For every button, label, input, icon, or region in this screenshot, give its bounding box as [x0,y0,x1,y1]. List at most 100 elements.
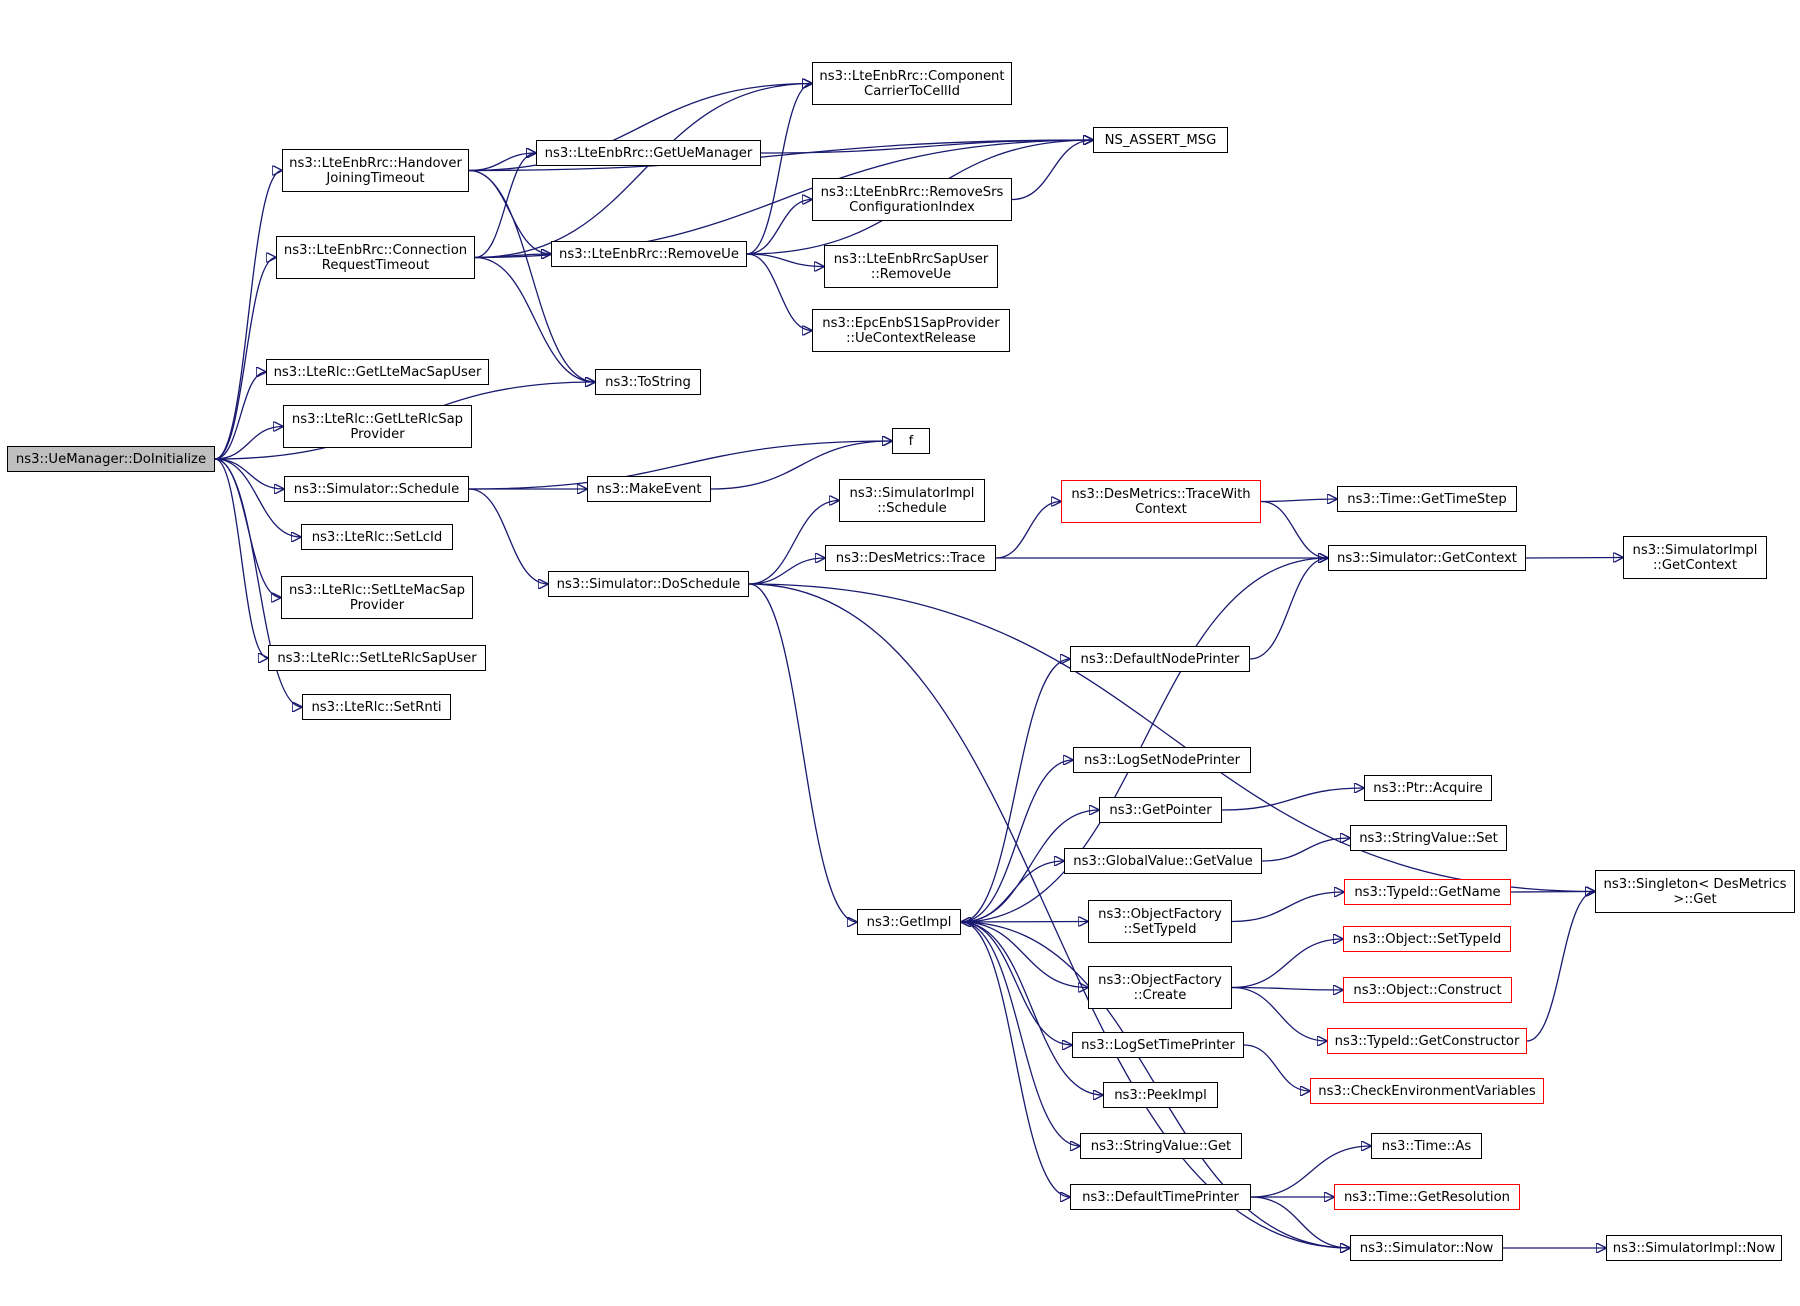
edge-root-to-setlcid [214,458,301,537]
node-removeue[interactable]: ns3::LteEnbRrc::RemoveUe [551,241,747,267]
edge-getcontext-to-implgetcontext [1525,558,1623,559]
node-simimplschedule[interactable]: ns3::SimulatorImpl ::Schedule [839,479,985,522]
edge-removeue-to-removesrs [746,200,812,255]
edge-getcontext-to-getimpl [961,557,1329,922]
node-tracewithctx[interactable]: ns3::DesMetrics::TraceWith Context [1061,480,1261,523]
edge-root-to-hjt [214,171,282,460]
edge-hjt-to-getuemanager [468,153,536,172]
edge-crt-to-compcarrier [474,84,812,259]
node-singletonget[interactable]: ns3::Singleton< DesMetrics >::Get [1595,870,1795,913]
node-simnow[interactable]: ns3::Simulator::Now [1350,1235,1503,1261]
node-root[interactable]: ns3::UeManager::DoInitialize [7,446,215,472]
node-logsettimeprinter[interactable]: ns3::LogSetTimePrinter [1072,1032,1244,1058]
node-timestep[interactable]: ns3::Time::GetTimeStep [1337,486,1517,512]
edge-root-to-getlterlcsap [214,427,283,460]
edge-ofcreate-to-typeidgetctor [1231,986,1327,1042]
node-strvalset[interactable]: ns3::StringValue::Set [1350,825,1507,851]
edge-getimpl-to-defnodeprinter [960,659,1070,923]
node-assert[interactable]: NS_ASSERT_MSG [1093,127,1228,153]
edge-typeidgetname-to-singletonget [1510,892,1595,893]
node-peekimpl[interactable]: ns3::PeekImpl [1103,1082,1218,1108]
edge-getuemanager-to-assert [760,140,1093,154]
node-strvalget[interactable]: ns3::StringValue::Get [1080,1133,1242,1159]
node-f[interactable]: f [892,428,930,454]
node-desmetricstrace[interactable]: ns3::DesMetrics::Trace [825,545,996,571]
node-typeidgetname[interactable]: ns3::TypeId::GetName [1344,879,1511,905]
edge-hjt-to-compcarrier [468,84,812,172]
node-timeas[interactable]: ns3::Time::As [1371,1133,1482,1159]
node-logsetnodeprinter[interactable]: ns3::LogSetNodePrinter [1073,747,1251,773]
edge-root-to-setrnti [214,458,302,707]
edge-root-to-setlterlcsapuser [214,458,268,658]
node-ptracquire[interactable]: ns3::Ptr::Acquire [1364,775,1492,801]
node-implgetcontext[interactable]: ns3::SimulatorImpl ::GetContext [1623,536,1767,579]
node-hjt[interactable]: ns3::LteEnbRrc::Handover JoiningTimeout [282,149,469,192]
node-epcctx[interactable]: ns3::EpcEnbS1SapProvider ::UeContextRele… [812,309,1010,352]
node-objsettypeid[interactable]: ns3::Object::SetTypeId [1343,926,1511,952]
node-setltemacsap[interactable]: ns3::LteRlc::SetLteMacSap Provider [281,576,473,619]
node-getimpl[interactable]: ns3::GetImpl [857,909,961,935]
edge-getimpl-to-ofcreate [960,921,1088,988]
node-setlcid[interactable]: ns3::LteRlc::SetLcId [301,524,453,550]
edge-deftimeprinter-to-timeas [1250,1146,1371,1198]
node-getltemacsapuser[interactable]: ns3::LteRlc::GetLteMacSapUser [266,359,489,385]
edge-typeidgetctor-to-singletonget [1526,892,1595,1042]
node-simschedule[interactable]: ns3::Simulator::Schedule [284,476,469,502]
edge-doschedule-to-simnow [748,583,1350,1248]
node-defnodeprinter[interactable]: ns3::DefaultNodePrinter [1070,646,1250,672]
edge-logsettimeprinter-to-checkenv [1243,1044,1310,1091]
edge-crt-to-tostring [474,256,595,383]
node-crt[interactable]: ns3::LteEnbRrc::Connection RequestTimeou… [276,236,475,279]
edge-doschedule-to-singletonget [748,583,1595,892]
node-deftimeprinter[interactable]: ns3::DefaultTimePrinter [1070,1184,1251,1210]
edge-crt-to-getuemanager [474,153,536,259]
node-getcontext[interactable]: ns3::Simulator::GetContext [1328,545,1526,571]
edge-getpointer-to-ptracquire [1221,788,1364,811]
edge-removeue-to-epcctx [746,253,812,331]
edge-ofsettypeid-to-typeidgetname [1231,892,1344,923]
node-getpointer[interactable]: ns3::GetPointer [1099,797,1222,823]
edge-simschedule-to-doschedule [468,488,548,584]
node-ofcreate[interactable]: ns3::ObjectFactory ::Create [1088,966,1232,1009]
node-tostring[interactable]: ns3::ToString [595,369,701,395]
edge-doschedule-to-desmetricstrace [748,558,825,585]
edge-simschedule-to-f [468,441,892,490]
node-setlterlcsapuser[interactable]: ns3::LteRlc::SetLteRlcSapUser [268,645,486,671]
edge-getimpl-to-peekimpl [960,921,1103,1095]
edge-doschedule-to-simimplschedule [748,501,839,585]
edge-getimpl-to-ofsettypeid [960,922,1088,923]
edge-deftimeprinter-to-simnow [1250,1196,1350,1248]
node-sapuserremove[interactable]: ns3::LteEnbRrcSapUser ::RemoveUe [824,245,998,288]
edge-getimpl-to-gvgetvalue [960,861,1064,923]
node-checkenv[interactable]: ns3::CheckEnvironmentVariables [1310,1078,1544,1104]
edge-root-to-crt [214,258,276,460]
edge-desmetricstrace-to-tracewithctx [995,502,1061,559]
edge-ofcreate-to-objsettypeid [1231,939,1343,989]
node-typeidgetctor[interactable]: ns3::TypeId::GetConstructor [1327,1028,1527,1054]
node-getlterlcsap[interactable]: ns3::LteRlc::GetLteRlcSap Provider [283,405,472,448]
edge-root-to-getltemacsapuser [214,372,266,460]
edge-removeue-to-compcarrier [746,84,812,255]
edge-gvgetvalue-to-strvalset [1261,838,1350,862]
edge-getimpl-to-strvalget [960,921,1080,1146]
node-timegetres[interactable]: ns3::Time::GetResolution [1334,1184,1520,1210]
edge-makeevent-to-f [710,441,892,490]
node-makeevent[interactable]: ns3::MakeEvent [587,476,711,502]
node-removesrs[interactable]: ns3::LteEnbRrc::RemoveSrs ConfigurationI… [812,178,1012,221]
edge-hjt-to-tostring [468,169,595,383]
node-ofsettypeid[interactable]: ns3::ObjectFactory ::SetTypeId [1088,900,1232,943]
node-objconstruct[interactable]: ns3::Object::Construct [1343,977,1512,1003]
node-getuemanager[interactable]: ns3::LteEnbRrc::GetUeManager [536,140,761,166]
edge-hjt-to-assert [468,140,1093,172]
node-implnow[interactable]: ns3::SimulatorImpl::Now [1606,1235,1782,1261]
node-setrnti[interactable]: ns3::LteRlc::SetRnti [302,694,451,720]
node-gvgetvalue[interactable]: ns3::GlobalValue::GetValue [1064,848,1262,874]
node-compcarrier[interactable]: ns3::LteEnbRrc::Component CarrierToCellI… [812,62,1012,105]
edge-doschedule-to-getimpl [748,583,857,922]
node-doschedule[interactable]: ns3::Simulator::DoSchedule [548,571,749,597]
edge-removesrs-to-assert [1011,140,1093,201]
edge-getimpl-to-deftimeprinter [960,921,1070,1197]
edge-tracewithctx-to-timestep [1260,499,1337,502]
